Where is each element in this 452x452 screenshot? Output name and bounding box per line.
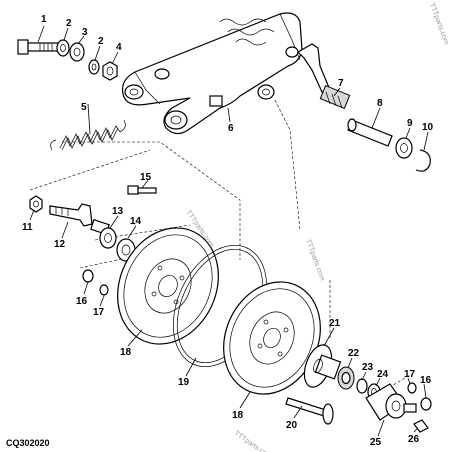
callout-13: 13 [112,206,124,217]
callout-3: 3 [82,27,88,38]
pulley-half-left [117,227,219,345]
spring-part [50,119,126,151]
bolt-part [17,39,59,55]
callout-26: 26 [408,434,420,445]
callout-5: 5 [81,102,87,113]
callout-4: 4 [116,42,122,53]
callout-24: 24 [377,369,389,380]
leader-lines [29,25,429,437]
watermark-bottom: TTTparts.com [233,430,273,452]
callout-17: 17 [93,307,105,318]
shaft-lever-part [297,43,431,172]
carriage-bolt-part [285,397,334,425]
pulley-half-right [223,281,321,395]
callout-18b: 18 [232,410,244,421]
callout-numbers: 1 2 3 2 4 5 6 7 8 9 10 11 12 13 14 15 16… [22,14,434,448]
callout-6: 6 [228,123,234,134]
diagram-code: CQ302020 [6,438,50,448]
callout-14: 14 [130,216,142,227]
idler-arm-part [121,12,303,135]
callout-2: 2 [66,18,72,29]
callout-22: 22 [348,348,360,359]
bracket-fitting-parts [365,382,432,433]
callout-12: 12 [54,239,66,250]
washers-nut-part [56,39,118,81]
callout-19: 19 [178,377,190,388]
callout-23: 23 [362,362,374,373]
callout-17b: 17 [404,369,416,380]
dashed-guide-lines [29,99,411,391]
callout-10: 10 [422,122,434,133]
callout-16b: 16 [420,375,432,386]
callout-2b: 2 [98,36,104,47]
watermark-top-right: TTTparts.com [428,2,450,45]
callout-9: 9 [407,118,413,129]
watermark-right: TTTparts.com [304,238,326,281]
callout-15: 15 [140,172,152,183]
callout-21: 21 [329,318,341,329]
hub-bearing-parts [303,344,381,401]
callout-16: 16 [76,296,88,307]
callout-20: 20 [286,420,298,431]
callout-18: 18 [120,347,132,358]
callout-1: 1 [41,14,47,25]
callout-25: 25 [370,437,382,448]
callout-11: 11 [22,222,33,233]
callout-7: 7 [338,78,344,89]
callout-8: 8 [377,98,383,109]
